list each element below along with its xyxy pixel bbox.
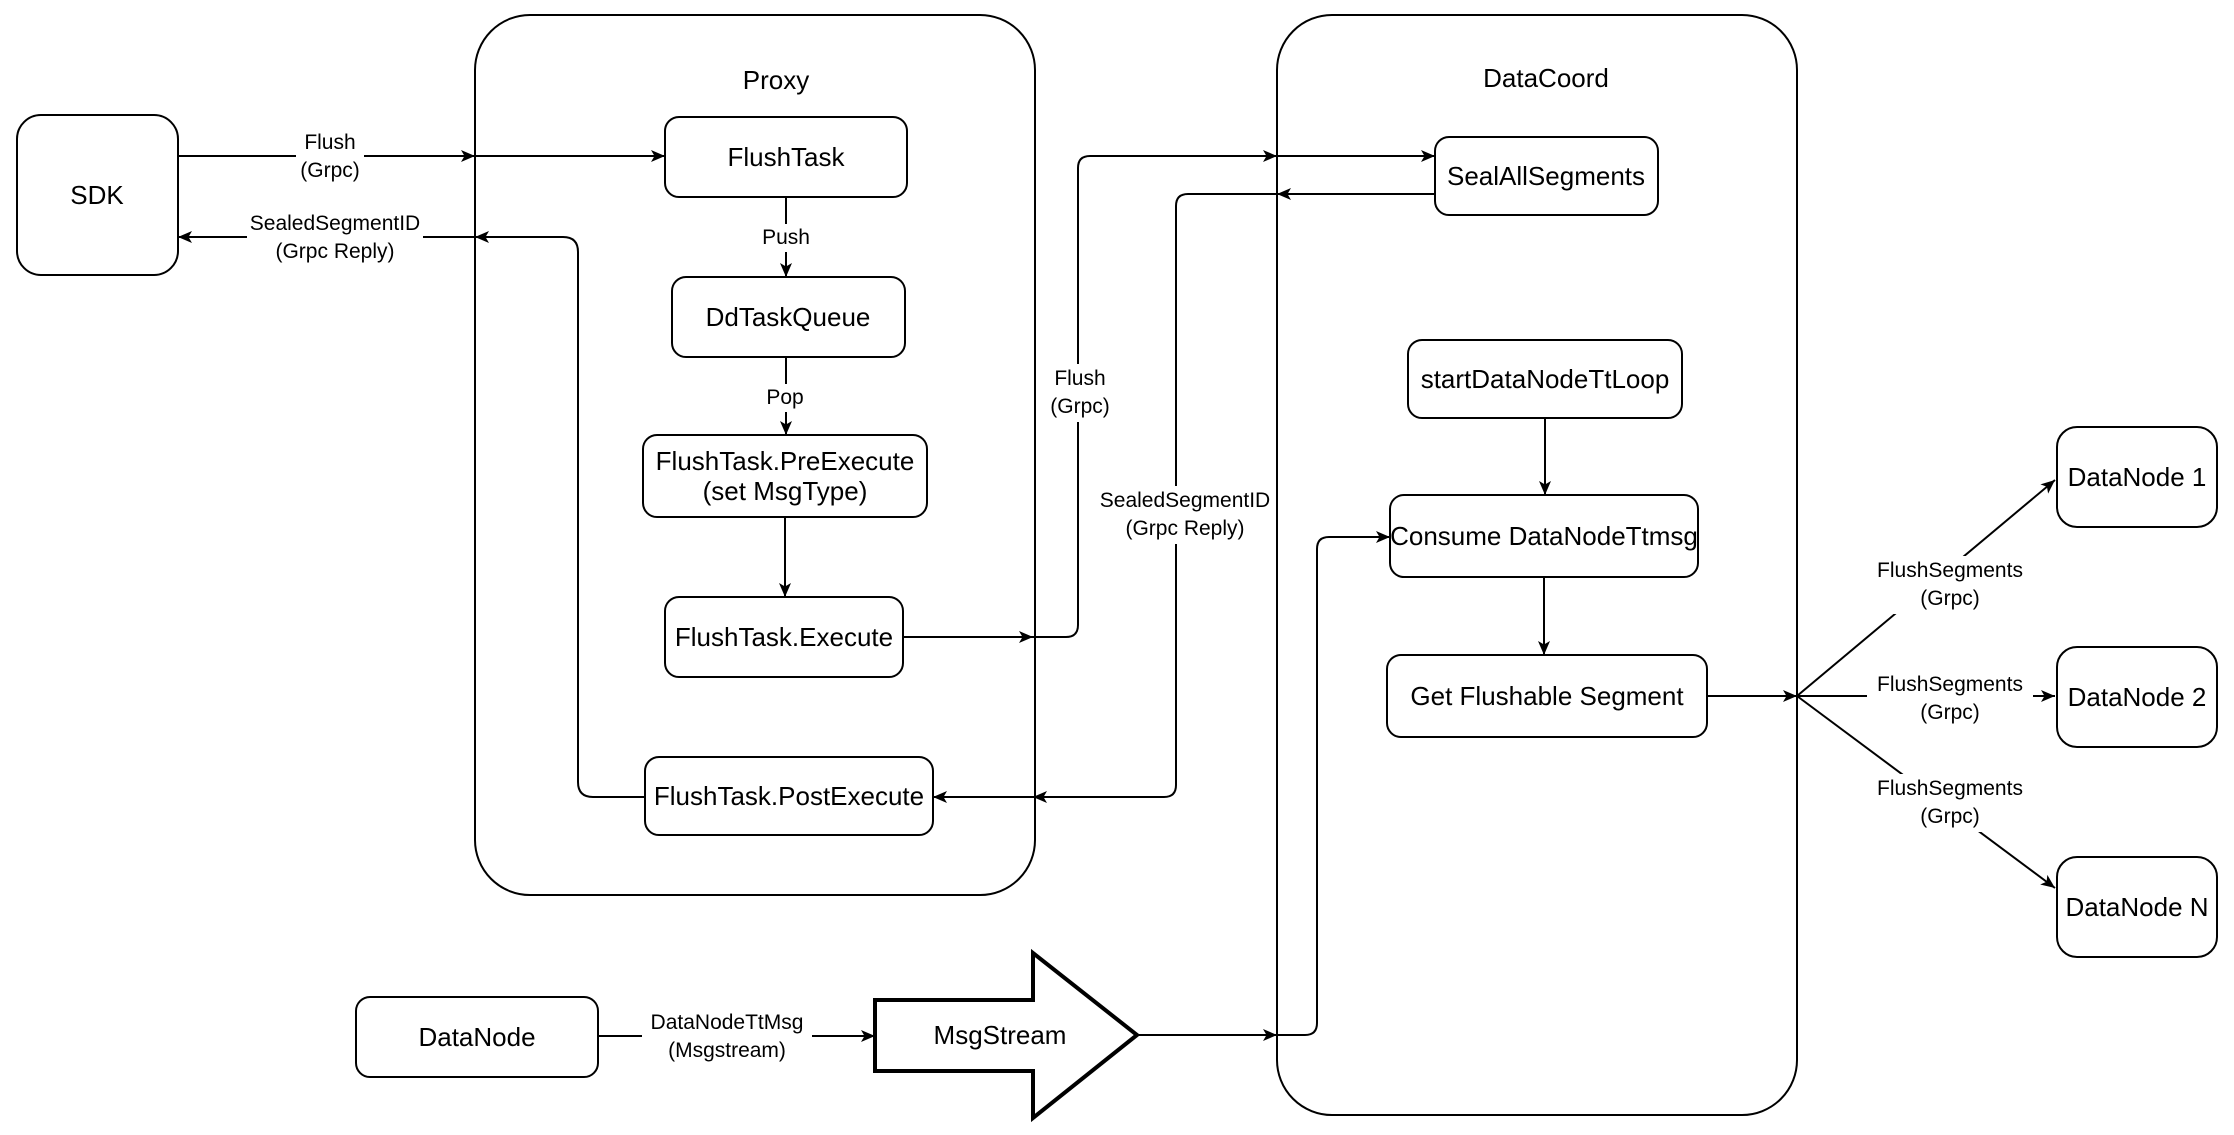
node-flushtask-label: FlushTask <box>727 142 845 172</box>
label-bg-datanodettmsg <box>642 1008 812 1066</box>
node-sdk <box>16 114 179 276</box>
node-consumedatanodettmsg <box>1389 494 1699 578</box>
node-sealallsegments <box>1434 136 1659 216</box>
label-bg-flushsegments-3 <box>1867 774 2033 832</box>
node-flushtask <box>664 116 908 198</box>
label-bg-sealed-sdk <box>247 209 423 267</box>
edge-label-flushsegments-2-line2: (Grpc) <box>1920 701 1980 724</box>
edge-label-flushsegments-3-line2: (Grpc) <box>1920 805 1980 828</box>
node-execute-label: FlushTask.Execute <box>675 622 893 652</box>
edge-label-push: Push <box>762 226 810 249</box>
label-bg-flushsegments-1 <box>1867 556 2033 614</box>
node-startdatanodettloop-label: startDataNodeTtLoop <box>1421 364 1670 394</box>
node-ddtaskqueue <box>671 276 906 358</box>
node-datanode-1-label: DataNode 1 <box>2068 462 2207 492</box>
node-datanode-n-label: DataNode N <box>2065 892 2208 922</box>
node-postexecute <box>644 756 934 836</box>
node-sealallsegments-label: SealAllSegments <box>1447 161 1645 191</box>
proxy-container <box>474 14 1036 896</box>
edge-label-pop: Pop <box>766 386 803 409</box>
node-consumedatanodettmsg-label: Consume DataNodeTtmsg <box>1390 521 1698 551</box>
datacoord-container-title: DataCoord <box>1483 63 1609 93</box>
edge-label-sealed-sdk-line2: (Grpc Reply) <box>275 240 394 263</box>
edge-label-sealed-sdk-line1: SealedSegmentID <box>250 212 420 235</box>
label-bg-flush-sdk <box>296 128 364 186</box>
node-preexecute <box>642 434 928 518</box>
edge-postexecute-to-proxy-border <box>475 231 645 798</box>
node-datanode-2 <box>2056 646 2218 748</box>
edge-label-flushsegments-1-line1: FlushSegments <box>1877 559 2023 582</box>
node-ddtaskqueue-label: DdTaskQueue <box>706 302 871 332</box>
node-sdk-label: SDK <box>70 180 124 210</box>
node-datanode-bottom-label: DataNode <box>418 1022 535 1052</box>
edge-label-flush-mid-line1: Flush <box>1054 367 1105 390</box>
label-bg-pop <box>761 384 809 412</box>
edge-label-flush-sdk-line1: Flush <box>304 131 355 154</box>
msgstream-block-arrow <box>873 948 1141 1123</box>
node-datanode-bottom <box>355 996 599 1078</box>
node-postexecute-label: FlushTask.PostExecute <box>654 781 924 811</box>
datacoord-container <box>1276 14 1798 1116</box>
edge-label-flushsegments-2-line1: FlushSegments <box>1877 673 2023 696</box>
label-bg-sealed-mid <box>1097 486 1273 544</box>
edge-label-sealed-mid-line2: (Grpc Reply) <box>1125 517 1244 540</box>
node-preexecute-label-line2: (set MsgType) <box>703 476 868 506</box>
edge-label-flush-sdk-line2: (Grpc) <box>300 159 360 182</box>
label-bg-flush-mid <box>1046 364 1114 422</box>
node-getflushablesegment <box>1386 654 1708 738</box>
node-execute <box>664 596 904 678</box>
edge-border-up-to-consume <box>1277 531 1390 1036</box>
node-datanode-2-label: DataNode 2 <box>2068 682 2207 712</box>
node-getflushablesegment-label: Get Flushable Segment <box>1410 681 1684 711</box>
node-preexecute-label-line1: FlushTask.PreExecute <box>656 446 915 476</box>
edge-label-datanodettmsg-line1: DataNodeTtMsg <box>651 1011 804 1034</box>
label-bg-push <box>753 224 819 252</box>
edge-label-flushsegments-1-line2: (Grpc) <box>1920 587 1980 610</box>
node-datanode-n <box>2056 856 2218 958</box>
msgstream-label: MsgStream <box>934 1020 1067 1050</box>
label-bg-flushsegments-2 <box>1867 670 2033 728</box>
edge-label-flushsegments-3-line1: FlushSegments <box>1877 777 2023 800</box>
node-datanode-1 <box>2056 426 2218 528</box>
edge-label-flush-mid-line2: (Grpc) <box>1050 395 1110 418</box>
proxy-container-title: Proxy <box>743 65 809 95</box>
edge-label-sealed-mid-line1: SealedSegmentID <box>1100 489 1270 512</box>
node-startdatanodettloop <box>1407 339 1683 419</box>
edge-label-datanodettmsg-line2: (Msgstream) <box>668 1039 786 1062</box>
